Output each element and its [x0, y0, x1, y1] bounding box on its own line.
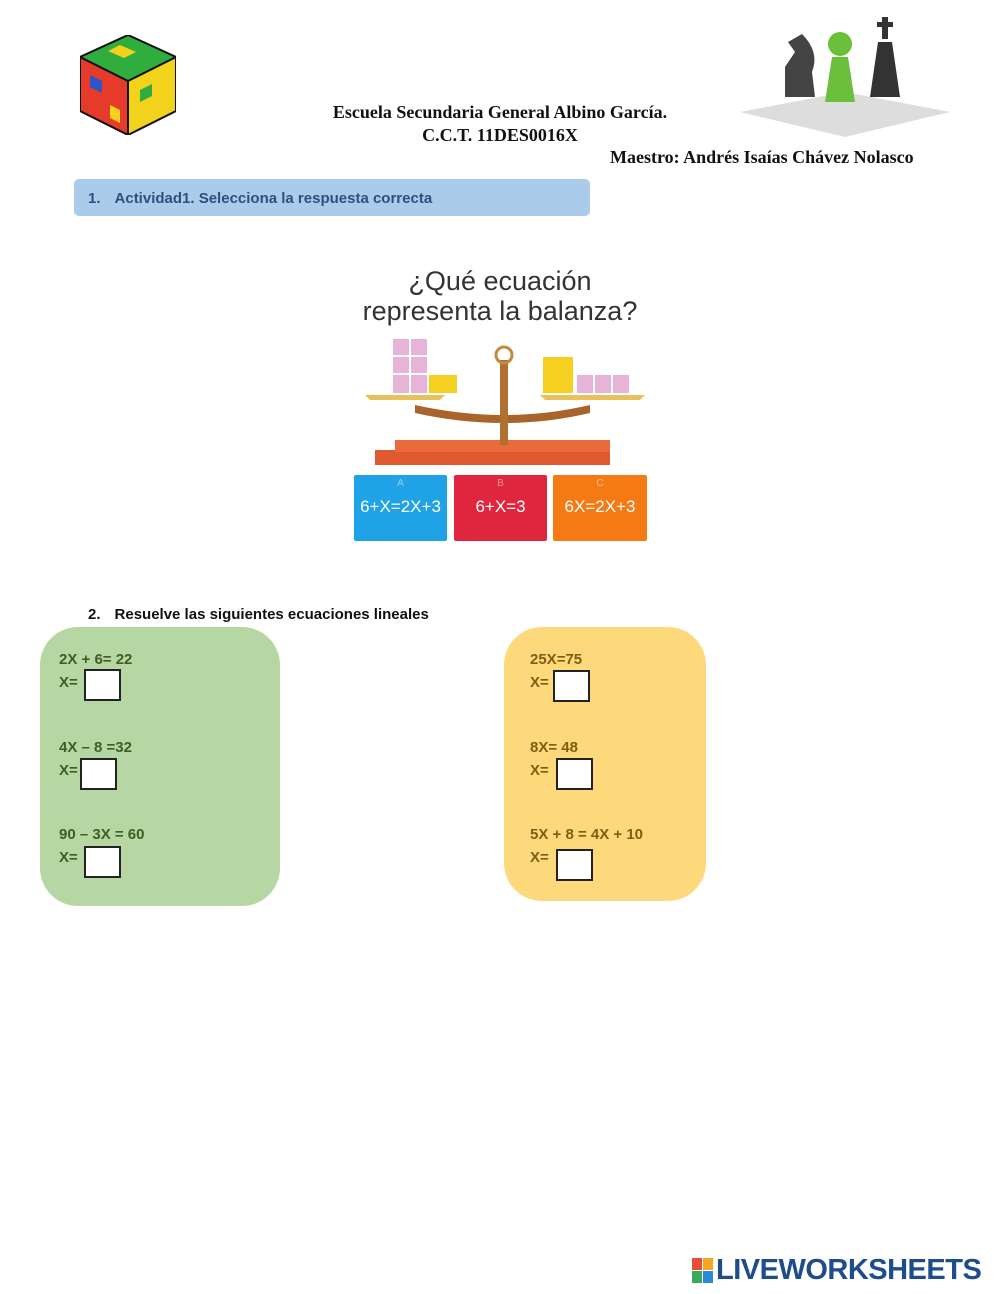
liveworksheets-logo: LIVEWORKSHEETS: [692, 1254, 982, 1287]
answer-input-2[interactable]: [80, 758, 117, 790]
equation-5: 8X= 48: [530, 739, 578, 756]
option-c-letter: C: [596, 478, 604, 489]
answer-input-6[interactable]: [556, 849, 593, 881]
option-b-button[interactable]: B 6+X=3: [454, 475, 547, 541]
school-name: Escuela Secundaria General Albino García…: [332, 102, 668, 122]
option-b-text: 6+X=3: [475, 497, 526, 516]
question-line2: representa la balanza?: [362, 296, 638, 326]
school-code: C.C.T. 11DES0016X: [422, 125, 578, 145]
equation-1: 2X + 6= 22: [59, 651, 133, 668]
activity2-number: 2.: [88, 606, 101, 623]
option-a-letter: A: [397, 478, 404, 489]
equation-4: 25X=75: [530, 651, 583, 668]
option-c-button[interactable]: C 6X=2X+3: [553, 475, 647, 541]
equation-2: 4X – 8 =32: [59, 739, 132, 756]
rubiks-cube-image: [80, 35, 176, 135]
answer-label-6: X=: [530, 849, 549, 866]
answer-input-1[interactable]: [84, 669, 121, 701]
option-c-text: 6X=2X+3: [564, 497, 636, 516]
logo-text: LIVEWORKSHEETS: [716, 1254, 982, 1286]
option-b-letter: B: [497, 478, 504, 489]
activity1-number: 1.: [88, 190, 101, 207]
answer-input-4[interactable]: [553, 670, 590, 702]
answer-label-4: X=: [530, 674, 549, 691]
chess-pieces-image: [740, 17, 950, 137]
option-a-text: 6+X=2X+3: [360, 497, 441, 516]
answer-input-5[interactable]: [556, 758, 593, 790]
teacher-name: Maestro: Andrés Isaías Chávez Nolasco: [610, 147, 914, 167]
activity2-title: Resuelve las siguientes ecuaciones linea…: [114, 606, 429, 623]
answer-label-2: X=: [59, 762, 78, 779]
logo-icon: [692, 1258, 713, 1283]
question-line1: ¿Qué ecuación: [408, 266, 592, 296]
answer-input-3[interactable]: [84, 846, 121, 878]
equation-6: 5X + 8 = 4X + 10: [530, 826, 644, 843]
answer-label-1: X=: [59, 674, 78, 691]
activity2-heading: 2. Resuelve las siguientes ecuaciones lin…: [88, 606, 443, 623]
equation-3: 90 – 3X = 60: [59, 826, 145, 843]
answer-label-5: X=: [530, 762, 549, 779]
balance-scale-image: [365, 339, 645, 465]
answer-label-3: X=: [59, 849, 78, 866]
activity1-title: Actividad1. Selecciona la respuesta corr…: [114, 190, 433, 207]
option-a-button[interactable]: A 6+X=2X+3: [354, 475, 447, 541]
yellow-equations-panel: [504, 627, 706, 901]
activity1-banner: 1. Actividad1. Selecciona la respuesta co…: [74, 179, 590, 216]
